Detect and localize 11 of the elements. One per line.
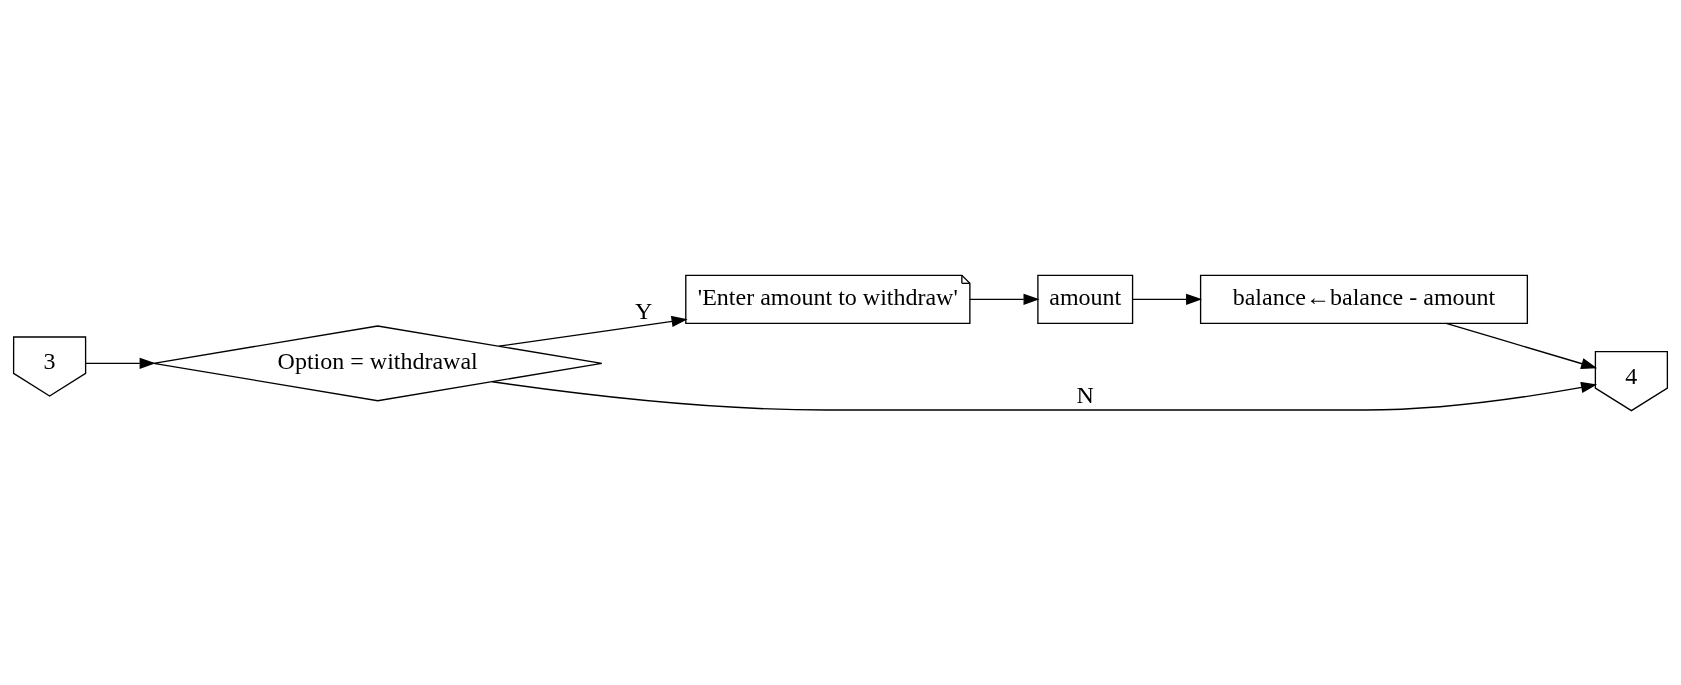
- node-box: amount: [1037, 274, 1134, 324]
- arrow: [1132, 293, 1203, 305]
- arrow: [491, 380, 1598, 411]
- node-diamond: Option = withdrawal: [153, 324, 603, 401]
- node-box: balance←balance - amount: [1199, 274, 1528, 324]
- arrow: [85, 357, 156, 369]
- edge-label: Y: [635, 297, 653, 324]
- arrow: [969, 293, 1040, 305]
- edge-label: N: [1076, 381, 1094, 408]
- arrow: [498, 315, 688, 347]
- arrow: [1445, 322, 1598, 369]
